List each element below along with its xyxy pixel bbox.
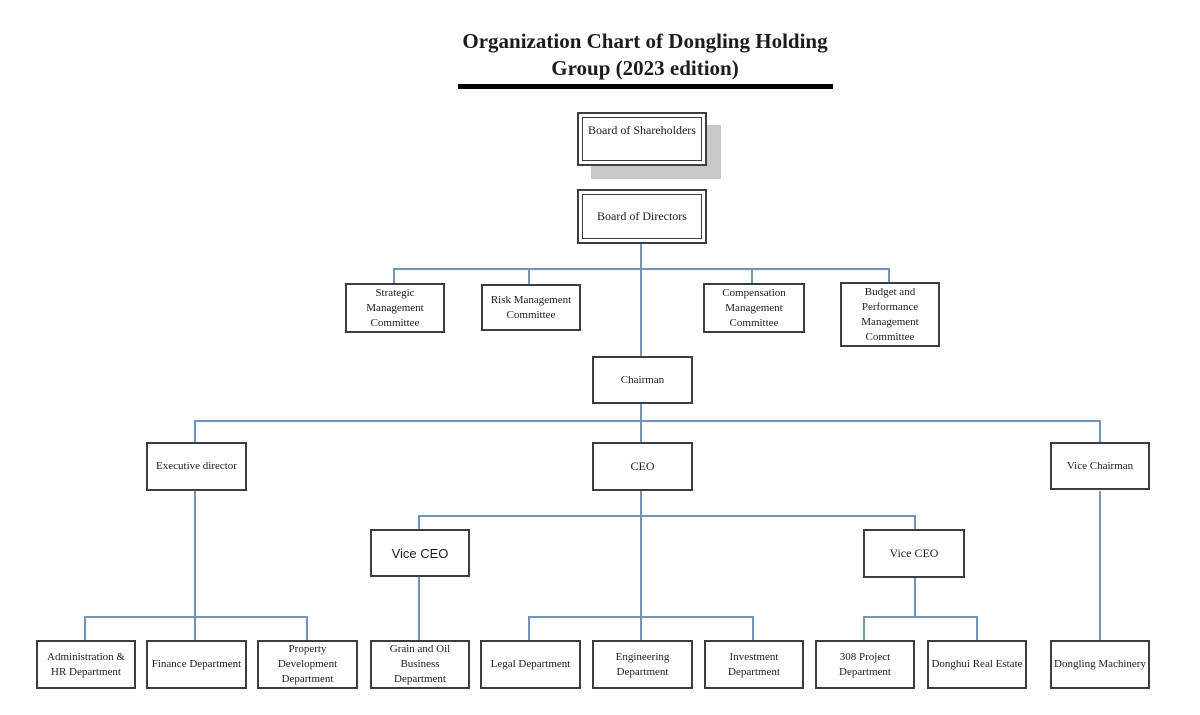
node-executive-director: Executive director (146, 442, 247, 491)
connector-line (640, 421, 642, 442)
node-risk-management-committee: Risk Management Committee (481, 284, 581, 331)
connector-line (914, 516, 916, 529)
node-308-project-department: 308 Project Department (815, 640, 915, 689)
connector-directors-chairman (640, 244, 642, 356)
connector-ceo-down (640, 491, 642, 617)
connector-line (393, 269, 395, 283)
node-strategic-management-committee: Strategic Management Committee (345, 283, 445, 333)
connector-line (1099, 421, 1101, 442)
connector-line (528, 269, 530, 284)
connector-line (306, 617, 308, 640)
connector-vicechairman-down (1099, 491, 1101, 640)
connector-line (194, 421, 196, 442)
node-grain-oil-business-department: Grain and Oil Business Department (370, 640, 470, 689)
connector-line (863, 617, 865, 640)
node-ceo: CEO (592, 442, 693, 491)
node-compensation-management-committee: Compensation Management Committee (703, 283, 805, 333)
connector-line (751, 269, 753, 283)
node-property-development-department: Property Development Department (257, 640, 358, 689)
node-board-of-directors: Board of Directors (577, 189, 707, 244)
node-finance-department: Finance Department (146, 640, 247, 689)
node-administration-hr-department: Administration & HR Department (36, 640, 136, 689)
connector-viceceoleft-down (418, 577, 420, 640)
node-chairman: Chairman (592, 356, 693, 404)
node-engineering-department: Engineering Department (592, 640, 693, 689)
connector-line (752, 617, 754, 640)
connector-viceceoright-down (914, 578, 916, 617)
node-donghui-real-estate: Donghui Real Estate (927, 640, 1027, 689)
connector-committee-rail (393, 268, 890, 270)
connector-line (640, 617, 642, 640)
connector-viceceo-rail (418, 515, 916, 517)
connector-chairman-rail (640, 404, 642, 421)
node-vice-chairman: Vice Chairman (1050, 442, 1150, 490)
connector-line (84, 617, 86, 640)
connector-execdirector-down (194, 491, 196, 617)
node-legal-department: Legal Department (480, 640, 581, 689)
node-vice-ceo-right: Vice CEO (863, 529, 965, 578)
connector-viceceoright-rail (863, 616, 978, 618)
node-board-of-shareholders: Board of Shareholders (577, 112, 707, 166)
chart-title: Organization Chart of Dongling Holding G… (462, 29, 828, 80)
connector-level2-rail (194, 420, 1101, 422)
node-dongling-machinery: Dongling Machinery (1050, 640, 1150, 689)
connector-line (194, 617, 196, 640)
node-vice-ceo-left: Vice CEO (370, 529, 470, 577)
connector-line (528, 617, 530, 640)
connector-line (418, 516, 420, 529)
connector-execdept-rail (84, 616, 308, 618)
connector-line (888, 269, 890, 282)
connector-line (976, 617, 978, 640)
node-investment-department: Investment Department (704, 640, 804, 689)
title-underline (458, 84, 833, 89)
node-budget-performance-management-committee: Budget and Performance Management Commit… (840, 282, 940, 347)
